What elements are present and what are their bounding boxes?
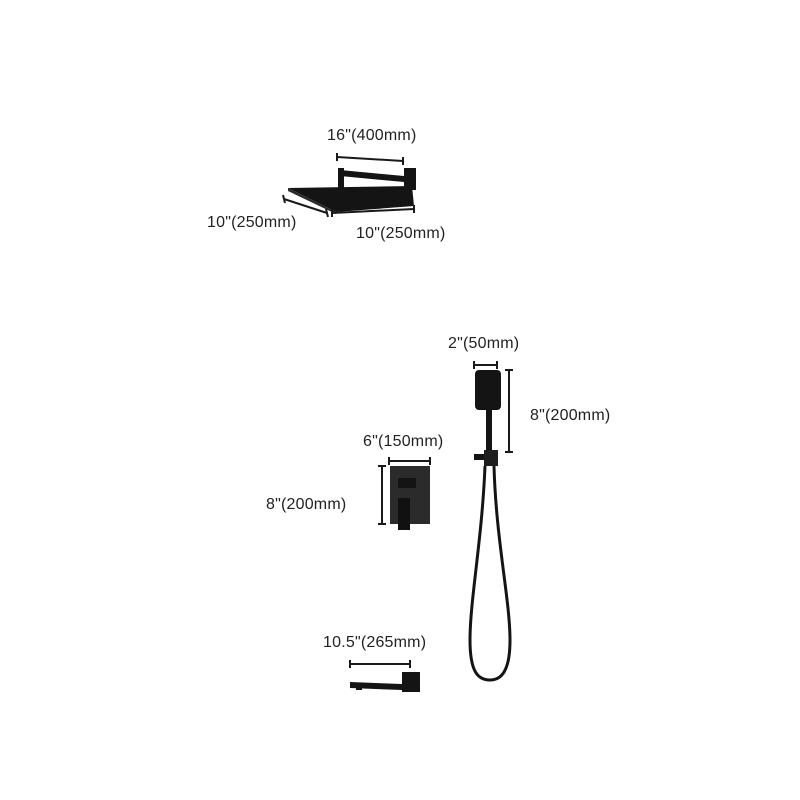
- shower-head-width-label: 16"(400mm): [327, 127, 417, 144]
- shower-head-length-label: 10"(250mm): [356, 225, 446, 242]
- hand-shower-dimension-lines: [473, 361, 513, 453]
- valve-trim-width-label: 6"(150mm): [363, 433, 444, 450]
- tub-spout-length-label: 10.5"(265mm): [323, 634, 427, 651]
- shower-head-dimension-lines: [282, 153, 415, 218]
- valve-trim-illustration: [390, 466, 430, 530]
- hand-shower-height-label: 8"(200mm): [530, 407, 611, 424]
- valve-trim-height-label: 8"(200mm): [266, 496, 347, 513]
- valve-trim-dimension-lines: [378, 457, 431, 525]
- hand-shower-width-label: 2"(50mm): [448, 335, 520, 352]
- hand-shower-illustration: [468, 370, 512, 682]
- shower-head-illustration: [288, 168, 416, 214]
- tub-spout-dimension-lines: [349, 660, 411, 668]
- tub-spout-illustration: [350, 672, 420, 692]
- shower-head-depth-label: 10"(250mm): [207, 214, 297, 231]
